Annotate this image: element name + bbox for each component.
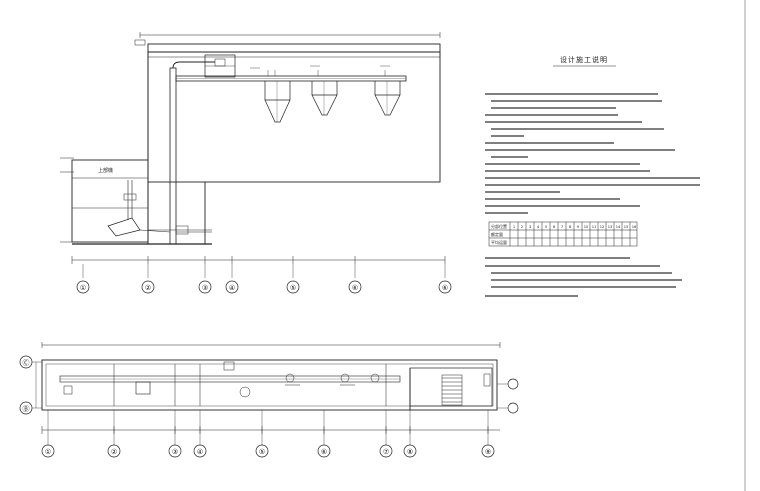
table-col-3: 3: [529, 225, 531, 229]
plan-axis-9: ⑨: [485, 448, 491, 456]
table-col-2: 2: [521, 225, 523, 229]
table-row-header-3: 平均运量: [491, 239, 507, 245]
section-axis-4: ④: [229, 284, 235, 292]
plan-row-c: Ⓒ: [23, 359, 30, 367]
plan-axis-8: ⑧: [407, 448, 413, 456]
table-col-10: 10: [584, 225, 589, 229]
plan-view: [32, 342, 508, 445]
plan-axis-7: ⑦: [383, 448, 389, 456]
section-view: [60, 32, 446, 278]
table-col-9: 9: [577, 225, 580, 229]
table-col-4: 4: [537, 225, 540, 229]
table-col-11: 11: [592, 225, 597, 229]
plan-axis-4: ④: [197, 448, 203, 456]
table-col-7: 7: [561, 225, 563, 229]
notes-body: [485, 93, 700, 214]
table-row-header-2: 额定量: [491, 231, 503, 237]
table-col-6: 6: [553, 225, 556, 229]
section-axis-5: ⑤: [290, 284, 296, 292]
table-col-15: 15: [624, 225, 629, 229]
ground-house-label: 上部機: [98, 167, 113, 174]
section-axis-3: ③: [202, 284, 208, 292]
section-axis-1: ①: [80, 284, 86, 292]
table-col-12: 12: [600, 225, 605, 229]
plan-axis-2: ②: [111, 448, 117, 456]
notes-table: [488, 221, 638, 247]
plan-axis-6: ⑥: [321, 448, 327, 456]
plan-axis-5: ⑤: [259, 448, 265, 456]
section-axis-bubbles: [76, 280, 452, 294]
plan-axis-3: ③: [172, 448, 178, 456]
table-col-16: 16: [632, 225, 637, 229]
notes-body-lower: [485, 257, 682, 297]
notes-title: 设计施工说明: [560, 55, 608, 64]
section-axis-6: ⑥: [352, 284, 358, 292]
table-row-header-1: 分部位置: [491, 223, 507, 229]
table-col-8: 8: [569, 225, 572, 229]
section-axis-7: ⑥: [442, 284, 448, 292]
plan-axis-1: ①: [45, 448, 51, 456]
table-col-14: 14: [616, 225, 621, 229]
plan-row-b: Ⓑ: [23, 405, 30, 413]
table-col-1: 1: [513, 225, 515, 229]
section-axis-2: ②: [145, 284, 151, 292]
plan-axis-bubbles: [19, 355, 519, 458]
table-col-5: 5: [545, 225, 547, 229]
table-col-13: 13: [608, 225, 613, 229]
